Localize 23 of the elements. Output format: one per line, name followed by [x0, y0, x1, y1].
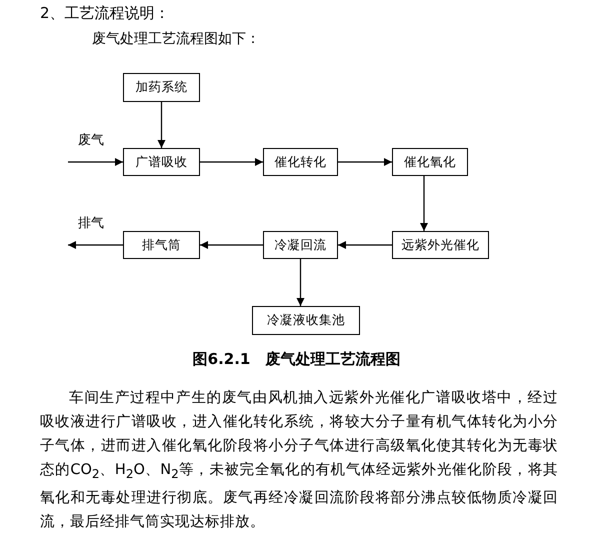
arrow: [200, 241, 263, 249]
process-box: 催化氧化: [392, 148, 468, 176]
arrow: [338, 158, 392, 166]
section-heading: 2、工艺流程说明：: [40, 4, 170, 23]
process-box: 远紫外光催化: [392, 231, 489, 259]
arrow: [296, 259, 304, 306]
process-box: 加药系统: [123, 73, 200, 102]
text-label: 废气处理工艺流程图如下：: [92, 30, 260, 48]
process-box: 广谱吸收: [123, 148, 200, 176]
arrow: [200, 158, 263, 166]
text-label: 废气: [78, 132, 104, 149]
arrow: [158, 102, 166, 148]
process-box: 催化转化: [263, 148, 338, 176]
description-paragraph: 车间生产过程中产生的废气由风机抽入远紫外光催化广谱吸收塔中，经过吸收液进行广谱吸收，进入催化转化系统，将较大分子量有机气体转化为小分子气体，进而进入催化氧化阶段将小分子气体进行高级氧化使其转化为无毒状态的CO$_{2}$、H$_{2}$O、N$_{2}$等，未被完全氧化的有机气体经远紫外光催化阶段，将其氧化和无毒处理进行彻底。废气再经冷凝回流阶段将部分沸点较低物质冷凝回流，最后经排气筒实现达标排放。: [40, 388, 558, 532]
process-box: 冷凝液收集池: [252, 306, 360, 335]
process-box: 冷凝回流: [263, 231, 338, 259]
process-box: 排气筒: [123, 231, 200, 259]
arrow: [68, 241, 123, 249]
figure-caption: 图6.2.1 废气处理工艺流程图: [192, 350, 402, 369]
arrow: [338, 241, 392, 249]
arrow: [420, 176, 428, 231]
text-label: 排气: [78, 215, 104, 232]
arrow: [68, 158, 123, 166]
